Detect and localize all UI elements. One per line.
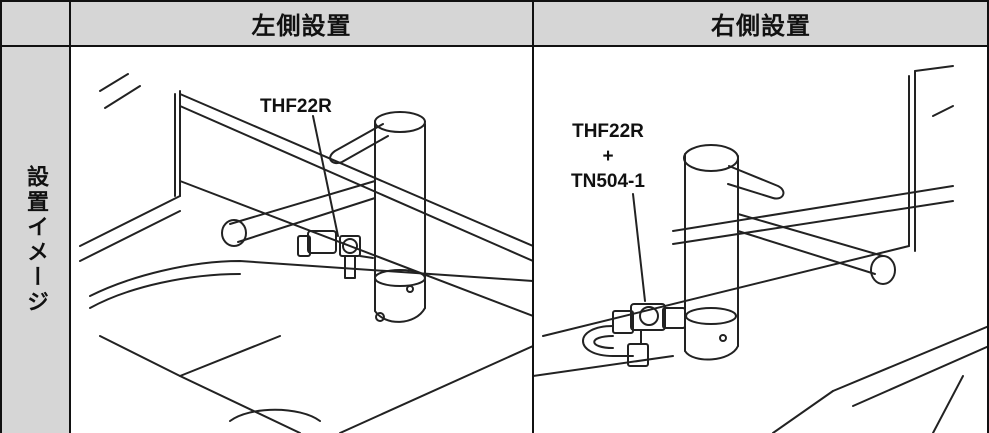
header-corner: [0, 0, 70, 46]
left-faucet-drawing: THF22R: [79, 73, 533, 433]
right-callout-line3: TN504-1: [571, 171, 645, 192]
header-left-install-label: 左側設置: [251, 11, 352, 40]
right-install-illustration: THF22R + TN504-1: [533, 46, 989, 433]
grid-line-top: [0, 0, 989, 2]
header-left-install: 左側設置: [70, 0, 533, 46]
grid-line-right: [987, 0, 989, 433]
header-right-install-label: 右側設置: [711, 11, 811, 40]
grid-line-header-bottom: [0, 45, 989, 47]
row-label-text: 設置イメージ: [23, 164, 48, 315]
right-callout-line2: +: [602, 146, 613, 167]
grid-line-col2: [532, 0, 534, 433]
left-callout-label: THF22R: [260, 96, 332, 117]
grid-line-left: [0, 0, 2, 433]
header-right-install: 右側設置: [533, 0, 989, 46]
grid-line-col1: [69, 0, 71, 433]
right-faucet-drawing: THF22R + TN504-1: [533, 65, 989, 433]
right-callout-line1: THF22R: [572, 121, 644, 142]
row-label-install-image: 設置イメージ: [0, 46, 70, 433]
left-install-illustration: THF22R: [70, 46, 533, 433]
